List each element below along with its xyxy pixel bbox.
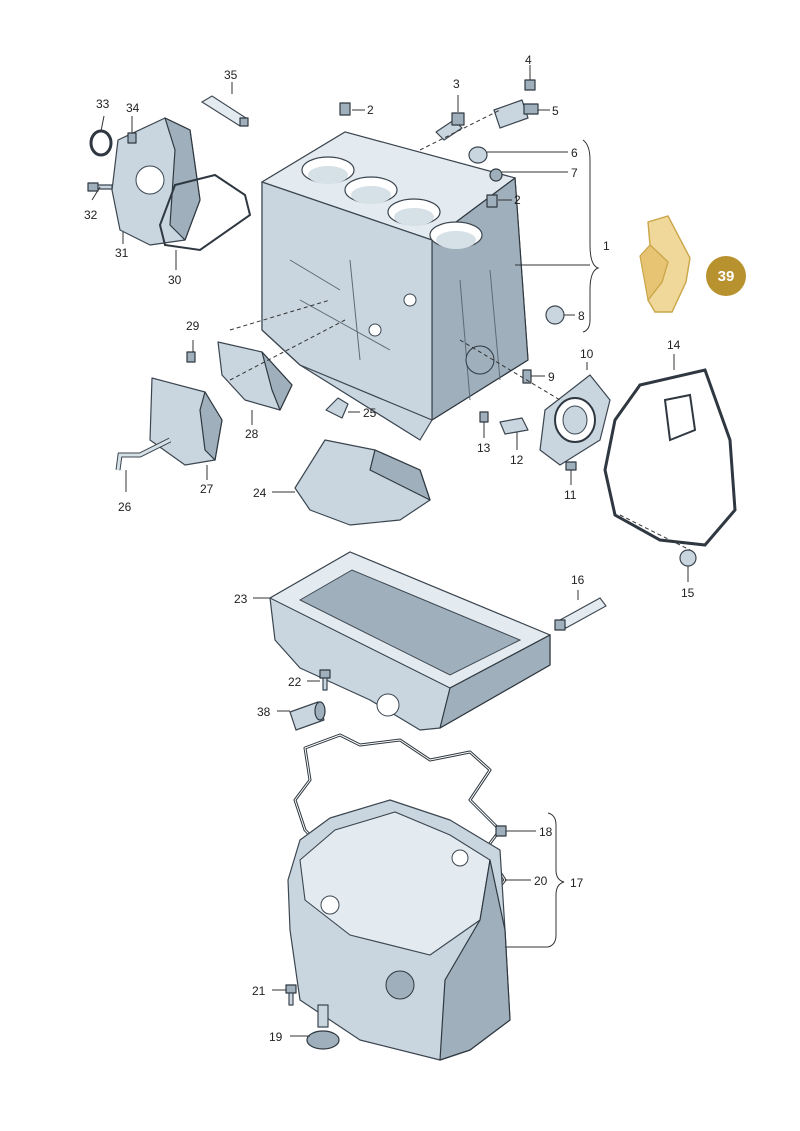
callout-17: 17 [570, 876, 584, 890]
callout-27: 27 [200, 482, 214, 496]
callout-38: 38 [257, 705, 271, 719]
sleeve-15 [679, 549, 697, 567]
bolt-34 [127, 132, 137, 144]
bolt-32 [87, 182, 113, 192]
cylinder-block [260, 131, 529, 441]
callout-badge-39: 39 [706, 256, 746, 296]
callout-4: 4 [525, 53, 532, 67]
cover-28 [217, 341, 293, 411]
oil-seal-33 [89, 129, 113, 157]
breather-hose-26 [115, 437, 172, 471]
timing-cover-gasket [158, 173, 252, 252]
callout-2b: 2 [514, 193, 521, 207]
baffle-24 [294, 439, 431, 526]
sender-12 [499, 417, 529, 435]
screw-plug-3 [435, 112, 465, 141]
callout-5: 5 [552, 104, 559, 118]
callout-labels: 1 2 2 3 4 5 6 7 8 9 10 11 12 13 14 15 16… [84, 53, 695, 1044]
callout-29: 29 [186, 319, 200, 333]
callout-10: 10 [580, 347, 594, 361]
highlight-badge [706, 256, 746, 296]
leader-lines [91, 65, 691, 1037]
callout-16: 16 [571, 573, 585, 587]
timing-cover [111, 117, 201, 246]
sealant-tube-16 [554, 597, 607, 631]
callout-8: 8 [578, 309, 585, 323]
callout-15: 15 [681, 586, 695, 600]
dowel-9 [522, 369, 532, 384]
callout-31: 31 [115, 246, 129, 260]
seal-plug-6 [468, 146, 488, 164]
callout-6: 6 [571, 146, 578, 160]
lower-oil-pan-17 [287, 799, 511, 1061]
bolt-22 [319, 669, 331, 691]
callout-39: 39 [718, 268, 735, 285]
plug-7 [489, 168, 503, 182]
sealant-tube-35 [200, 95, 249, 127]
callout-12: 12 [510, 453, 524, 467]
callout-9: 9 [548, 370, 555, 384]
sleeve-38 [289, 701, 326, 731]
callout-32: 32 [84, 208, 98, 222]
callout-25: 25 [363, 406, 377, 420]
callout-26: 26 [118, 500, 132, 514]
drain-plug-19 [306, 1004, 340, 1050]
cover-27 [149, 377, 223, 466]
callout-2a: 2 [367, 103, 374, 117]
bolt-18 [495, 825, 507, 837]
seal-plug-8 [545, 305, 565, 325]
bolt-21 [285, 984, 297, 1006]
callout-14: 14 [667, 338, 681, 352]
callout-34: 34 [126, 101, 140, 115]
callout-21: 21 [252, 984, 266, 998]
callout-35: 35 [224, 68, 238, 82]
callout-11: 11 [564, 488, 577, 502]
callout-7: 7 [571, 166, 578, 180]
intermediate-plate-14 [603, 368, 737, 547]
callout-13: 13 [477, 441, 491, 455]
seal-flange-10 [539, 374, 611, 466]
callout-20: 20 [534, 874, 548, 888]
callout-28: 28 [245, 427, 259, 441]
oil-pressure-switch-5 [493, 99, 539, 129]
callout-1: 1 [603, 239, 610, 253]
bolt-29 [186, 351, 196, 363]
callout-23: 23 [234, 592, 248, 606]
bolt-13 [479, 411, 489, 423]
dowel-sleeve-2a [339, 102, 351, 116]
upper-oil-pan-23 [268, 551, 552, 731]
callout-3: 3 [453, 77, 460, 91]
bolt-11 [565, 461, 577, 471]
callout-18: 18 [539, 825, 553, 839]
callout-33: 33 [96, 97, 110, 111]
oil-spray-jet-25 [325, 397, 349, 419]
baffle-plate-39 [639, 215, 691, 313]
callout-30: 30 [168, 273, 182, 287]
callout-19: 19 [269, 1030, 283, 1044]
callout-22: 22 [288, 675, 302, 689]
dowel-sleeve-2b [486, 194, 498, 208]
bolt-4 [524, 79, 536, 91]
callout-24: 24 [253, 486, 267, 500]
